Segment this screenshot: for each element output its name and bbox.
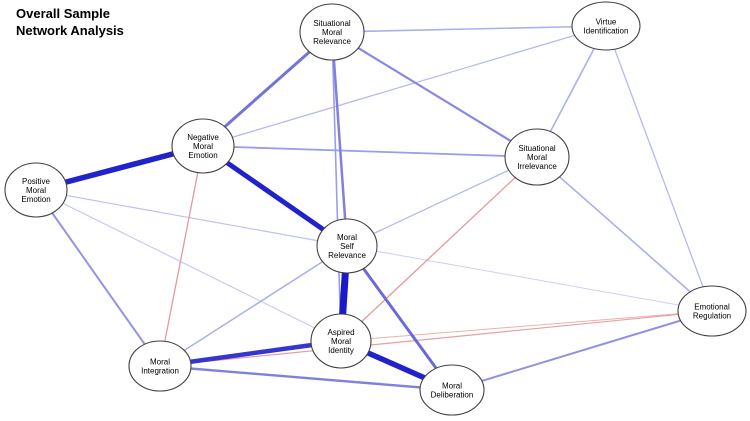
node-circle-ER (677, 285, 747, 337)
node-circle-MI (128, 340, 192, 392)
edge-SMI-MSR (346, 156, 538, 247)
edge-SMI-AMI (340, 156, 538, 342)
edge-SMR-VI (331, 25, 607, 33)
edge-SMR-AMI (331, 31, 342, 342)
edge-PME-AMI (35, 189, 342, 342)
edge-VI-ER (605, 25, 713, 312)
edge-SMI-ER (536, 156, 713, 312)
node-circle-AMI (310, 313, 372, 369)
edge-PME-MSR (35, 189, 348, 247)
node-circle-MD (419, 364, 485, 416)
edge-MSR-MD (345, 244, 454, 392)
figure-title-line1: Overall Sample (16, 6, 110, 21)
edge-MD-ER (451, 310, 713, 391)
node-circle-MSR (316, 218, 378, 274)
figure-title-line2: Network Analysis (16, 22, 124, 38)
edge-MI-ER (159, 310, 713, 367)
edge-SMR-MSR (330, 30, 349, 248)
node-circle-NME (171, 118, 235, 174)
edge-SMR-SMI (330, 30, 539, 159)
node-circle-PME (4, 162, 68, 218)
edge-MI-MSR (159, 245, 348, 367)
edge-NME-MI (159, 145, 204, 367)
edge-MSR-ER (346, 245, 713, 312)
edge-AMI-ER (340, 310, 713, 342)
figure-title: Overall Sample Network Analysis (16, 6, 124, 40)
node-circle-SMI (504, 128, 570, 186)
edge-NME-SMI (202, 145, 538, 158)
node-circle-SMR (299, 3, 365, 61)
edge-MD-MI (158, 364, 454, 392)
edge-NME-VI (202, 25, 607, 147)
edge-PME-MI (35, 189, 161, 367)
node-circle-VI (571, 1, 641, 51)
